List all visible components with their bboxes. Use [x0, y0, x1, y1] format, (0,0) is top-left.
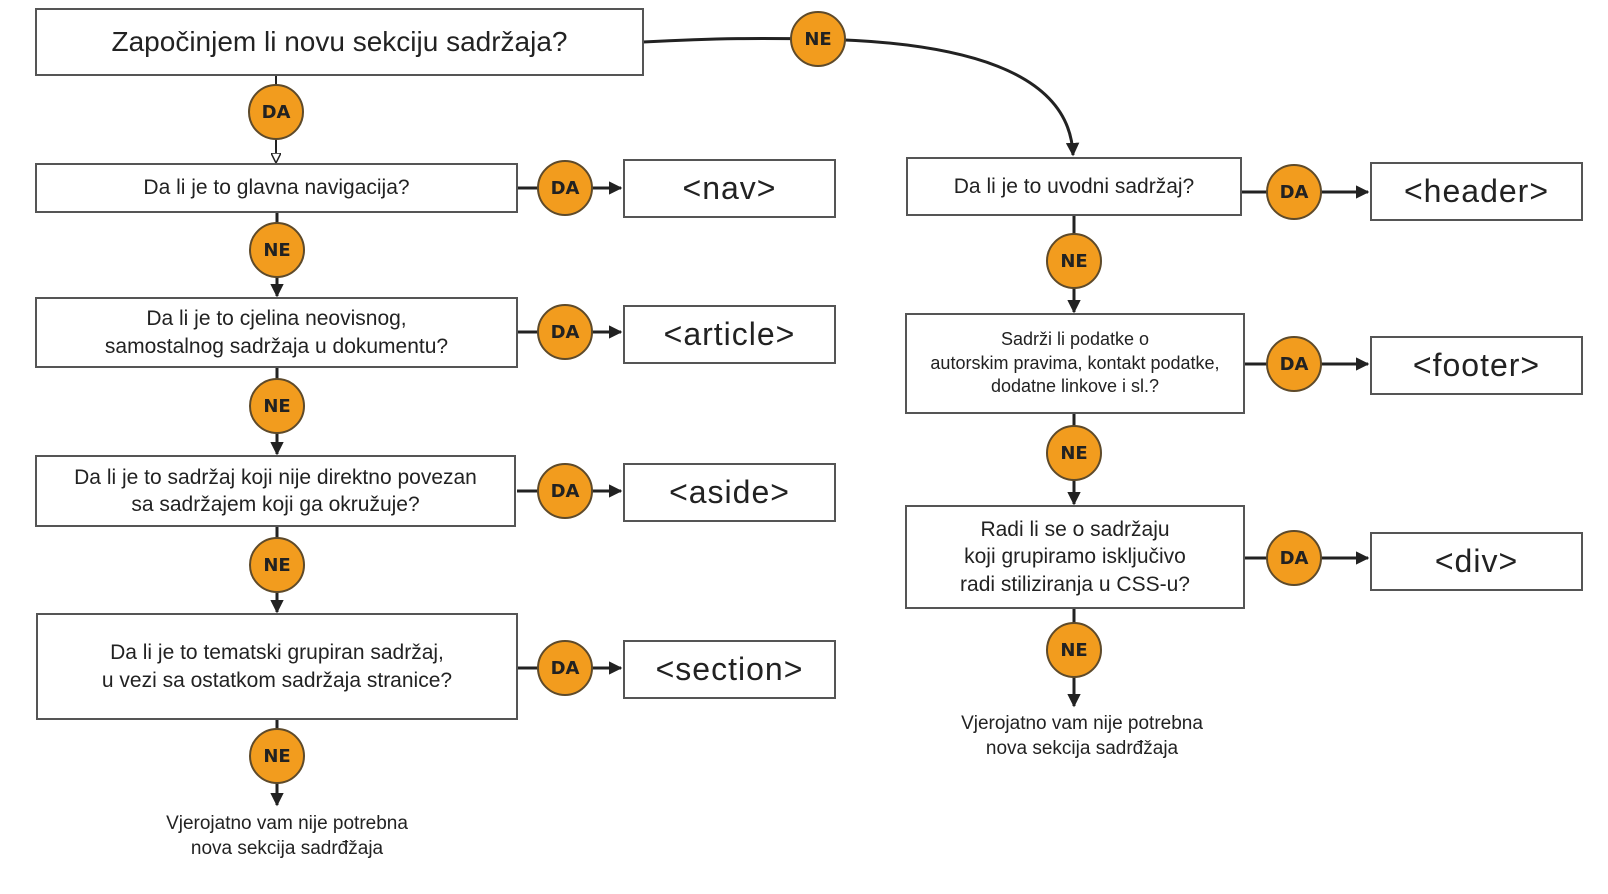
- badge-left-2-yes: DA: [537, 304, 593, 360]
- badge-left-3-yes: DA: [537, 463, 593, 519]
- left-result-nav: <nav>: [623, 159, 836, 218]
- start-question-text: Započinjem li novu sekciju sadržaja?: [111, 26, 568, 57]
- left-question-4: Da li je to tematski grupiran sadržaj, u…: [36, 613, 518, 720]
- right-question-1: Da li je to uvodni sadržaj?: [906, 157, 1242, 216]
- right-result-header: <header>: [1370, 162, 1583, 221]
- left-result-nav-text: <nav>: [682, 170, 777, 206]
- badge-right-2-yes: DA: [1266, 336, 1322, 392]
- right-result-footer-text: <footer>: [1412, 347, 1541, 383]
- left-question-2-text: Da li je to cjelina neovisnog, samostaln…: [104, 307, 449, 358]
- right-result-header-text: <header>: [1403, 173, 1549, 209]
- badge-start-no: NE: [790, 11, 846, 67]
- badge-left-4-no: NE: [249, 728, 305, 784]
- left-question-1: Da li je to glavna navigacija?: [35, 163, 518, 213]
- badge-right-3-no: NE: [1046, 622, 1102, 678]
- right-result-footer: <footer>: [1370, 336, 1583, 395]
- right-question-2: Sadrži li podatke o autorskim pravima, k…: [905, 313, 1245, 414]
- badge-left-3-no: NE: [249, 537, 305, 593]
- left-end-note: Vjerojatno vam nije potrebna nova sekcij…: [166, 813, 408, 859]
- left-result-article: <article>: [623, 305, 836, 364]
- right-question-3-text: Radi li se o sadržaju koji grupiramo isk…: [960, 518, 1190, 596]
- left-result-section: <section>: [623, 640, 836, 699]
- badge-start-yes: DA: [248, 84, 304, 140]
- badge-left-4-yes: DA: [537, 640, 593, 696]
- left-question-2: Da li je to cjelina neovisnog, samostaln…: [35, 297, 518, 368]
- right-question-2-text: Sadrži li podatke o autorskim pravima, k…: [930, 329, 1220, 397]
- badge-left-2-no: NE: [249, 378, 305, 434]
- right-question-1-text: Da li je to uvodni sadržaj?: [953, 174, 1195, 198]
- right-result-div: <div>: [1370, 532, 1583, 591]
- right-end-note: Vjerojatno vam nije potrebna nova sekcij…: [961, 713, 1203, 759]
- badge-left-1-yes: DA: [537, 160, 593, 216]
- left-question-3-text: Da li je to sadržaj koji nije direktno p…: [74, 465, 477, 516]
- left-question-1-text: Da li je to glavna navigacija?: [143, 176, 410, 200]
- badge-right-1-no: NE: [1046, 233, 1102, 289]
- badge-right-2-no: NE: [1046, 425, 1102, 481]
- left-result-aside: <aside>: [623, 463, 836, 522]
- start-question-box: Započinjem li novu sekciju sadržaja?: [35, 8, 644, 76]
- badge-right-3-yes: DA: [1266, 530, 1322, 586]
- left-result-article-text: <article>: [663, 316, 796, 352]
- edge-start-no: [642, 36, 1080, 157]
- left-question-3: Da li je to sadržaj koji nije direktno p…: [35, 455, 516, 527]
- left-result-section-text: <section>: [655, 651, 804, 687]
- left-result-aside-text: <aside>: [669, 474, 790, 510]
- badge-left-1-no: NE: [249, 222, 305, 278]
- badge-right-1-yes: DA: [1266, 164, 1322, 220]
- left-question-4-text: Da li je to tematski grupiran sadržaj, u…: [101, 641, 453, 692]
- right-question-3: Radi li se o sadržaju koji grupiramo isk…: [905, 505, 1245, 609]
- right-result-div-text: <div>: [1434, 543, 1519, 579]
